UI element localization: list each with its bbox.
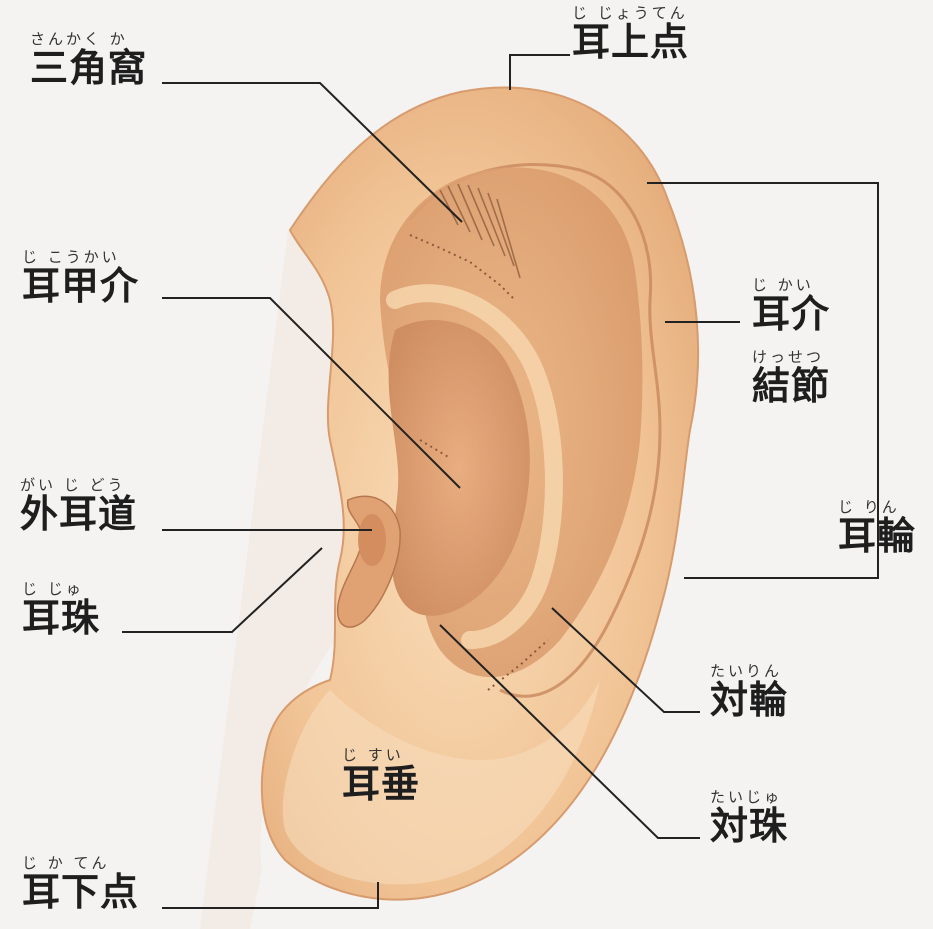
label-taiju: たいじゅ 対珠: [710, 790, 788, 845]
label-gaijidou: がい じ どう 外耳道: [20, 478, 137, 533]
ruby-jiju: じ じゅ: [22, 582, 100, 597]
text-jikaten: 耳下点: [22, 873, 139, 911]
text-tairin: 対輪: [710, 681, 788, 719]
text-jiju: 耳珠: [22, 599, 100, 637]
text-jikai: 耳介: [752, 295, 830, 333]
text-jirin: 耳輪: [838, 517, 916, 555]
label-jiju: じ じゅ 耳珠: [22, 582, 100, 637]
ruby-tairin: たいりん: [710, 664, 788, 679]
label-sankakuka: さんかく か 三角窩: [30, 32, 147, 87]
label-jikaten: じ か てん 耳下点: [22, 856, 139, 911]
ruby-jijouten: じ じょうてん: [572, 6, 689, 21]
label-tairin: たいりん 対輪: [710, 664, 788, 719]
ruby-kessetsu: けっせつ: [752, 350, 830, 365]
ear-canal: [358, 514, 386, 566]
text-jisui: 耳垂: [342, 765, 420, 803]
label-jikoukai: じ こうかい 耳甲介: [22, 250, 139, 305]
text-gaijidou: 外耳道: [20, 495, 137, 533]
text-taiju: 対珠: [710, 807, 788, 845]
ruby-gaijidou: がい じ どう: [20, 478, 137, 493]
text-jijouten: 耳上点: [572, 23, 689, 61]
label-jijouten: じ じょうてん 耳上点: [572, 6, 689, 61]
text-sankakuka: 三角窩: [30, 49, 147, 87]
text-jikoukai: 耳甲介: [22, 267, 139, 305]
label-jikai: じ かい 耳介: [752, 278, 830, 333]
label-jirin: じ りん 耳輪: [838, 500, 916, 555]
ruby-jikoukai: じ こうかい: [22, 250, 139, 265]
ruby-jirin: じ りん: [838, 500, 916, 515]
ruby-jisui: じ すい: [342, 748, 420, 763]
ruby-taiju: たいじゅ: [710, 790, 788, 805]
label-jisui: じ すい 耳垂: [342, 748, 420, 803]
ruby-sankakuka: さんかく か: [30, 32, 147, 47]
ruby-jikaten: じ か てん: [22, 856, 139, 871]
text-kessetsu: 結節: [752, 367, 830, 405]
ruby-jikai: じ かい: [752, 278, 830, 293]
label-kessetsu: けっせつ 結節: [752, 350, 830, 405]
leader-jijouten: [510, 55, 570, 90]
